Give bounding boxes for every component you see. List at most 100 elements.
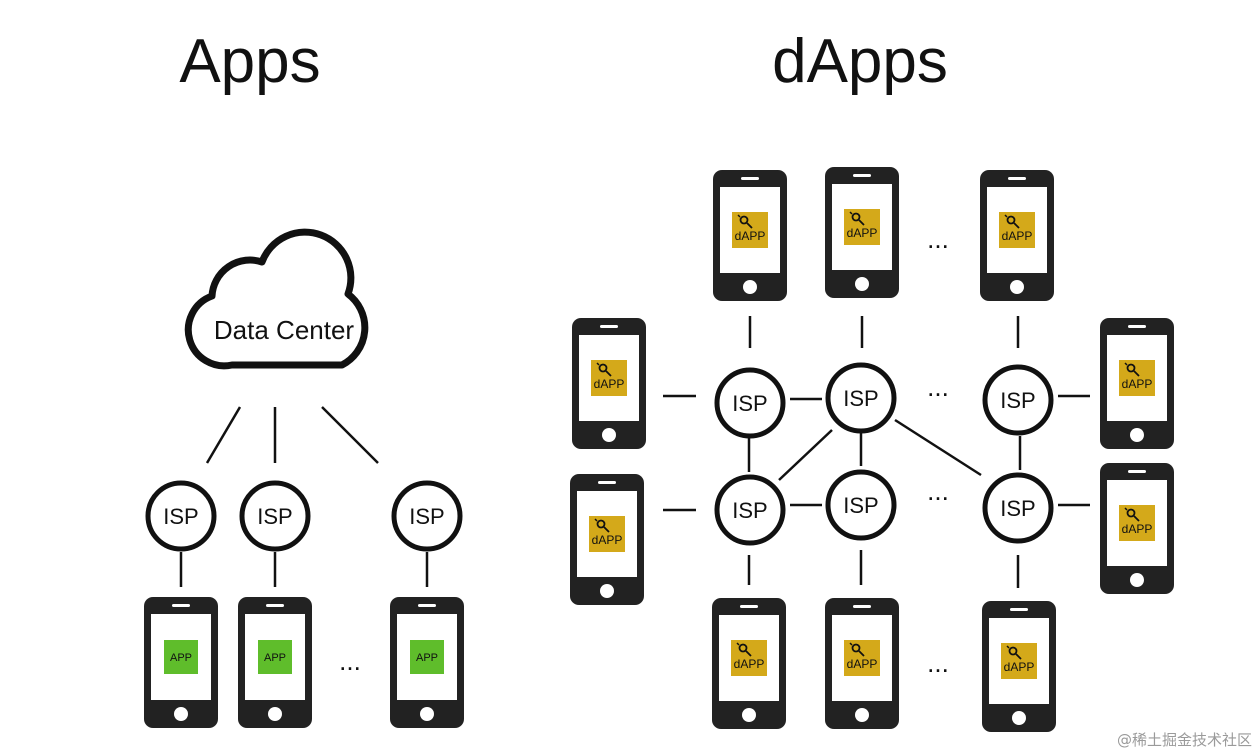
phone-home-button bbox=[420, 707, 434, 721]
phone-speaker bbox=[418, 604, 436, 607]
dapp-icon bbox=[1119, 360, 1155, 396]
phone-home-button bbox=[174, 707, 188, 721]
phones: APP APP APP dAPP dAPP dAPP dAPP dAPP dAPP dAPP dAP… bbox=[144, 167, 1174, 732]
isp-node: ISP bbox=[239, 480, 311, 552]
dapp-icon bbox=[589, 516, 625, 552]
app-icon bbox=[410, 640, 444, 674]
dapp-label: dAPP bbox=[734, 657, 765, 671]
smartphone-icon: dAPP bbox=[825, 598, 899, 729]
dapp-logo-icon bbox=[849, 211, 865, 226]
smartphone-icon: APP bbox=[238, 597, 312, 728]
dapp-label: dAPP bbox=[847, 226, 878, 240]
dapp-logo-icon bbox=[1124, 362, 1140, 377]
phone-speaker bbox=[1128, 470, 1146, 473]
phone-home-button bbox=[1010, 280, 1024, 294]
isp-circle bbox=[145, 480, 217, 552]
isp-label: ISP bbox=[257, 504, 292, 529]
connection-line bbox=[205, 406, 242, 464]
app-icon bbox=[258, 640, 292, 674]
isp-circle bbox=[714, 474, 786, 546]
dapp-icon bbox=[1119, 505, 1155, 541]
smartphone-icon: dAPP bbox=[1100, 463, 1174, 594]
connection-lines bbox=[179, 316, 1090, 588]
dapp-logo-icon bbox=[1004, 214, 1020, 229]
isp-label: ISP bbox=[163, 504, 198, 529]
dapp-label: dAPP bbox=[1122, 377, 1153, 391]
smartphone-icon: dAPP bbox=[1100, 318, 1174, 449]
dapp-icon bbox=[1001, 643, 1037, 679]
phone-speaker bbox=[853, 605, 871, 608]
phone-speaker bbox=[1010, 608, 1028, 611]
app-label: APP bbox=[170, 652, 192, 664]
phone-speaker bbox=[1008, 177, 1026, 180]
isp-label: ISP bbox=[409, 504, 444, 529]
smartphone-icon: dAPP bbox=[570, 474, 644, 605]
ellipsis-text: ... bbox=[927, 372, 949, 402]
isp-label: ISP bbox=[732, 391, 767, 416]
isp-node: ISP bbox=[714, 367, 786, 439]
dapp-logo-icon bbox=[849, 642, 865, 657]
isp-node: ISP bbox=[145, 480, 217, 552]
phone-speaker bbox=[600, 325, 618, 328]
dapp-logo-icon bbox=[736, 642, 752, 657]
isp-circle bbox=[714, 367, 786, 439]
isp-node: ISP bbox=[982, 472, 1054, 544]
phone-home-button bbox=[1130, 428, 1144, 442]
dapps-title: dApps bbox=[772, 27, 948, 96]
phone-speaker bbox=[740, 605, 758, 608]
phone-home-button bbox=[855, 277, 869, 291]
phone-speaker bbox=[1128, 325, 1146, 328]
dapp-label: dAPP bbox=[594, 377, 625, 391]
connection-line bbox=[321, 406, 379, 464]
smartphone-icon: dAPP bbox=[982, 601, 1056, 732]
isp-circle bbox=[982, 472, 1054, 544]
isp-label: ISP bbox=[1000, 388, 1035, 413]
dapp-logo-icon bbox=[737, 214, 753, 229]
smartphone-icon: APP bbox=[144, 597, 218, 728]
phone-speaker bbox=[741, 177, 759, 180]
isp-node: ISP bbox=[825, 362, 897, 434]
phone-speaker bbox=[172, 604, 190, 607]
ellipsis-text: ... bbox=[927, 648, 949, 678]
isp-circle bbox=[391, 480, 463, 552]
dapp-icon bbox=[844, 209, 880, 245]
connection-line bbox=[778, 429, 833, 481]
app-label: APP bbox=[264, 652, 286, 664]
isp-node: ISP bbox=[714, 474, 786, 546]
dapp-icon bbox=[731, 640, 767, 676]
smartphone-icon: dAPP bbox=[572, 318, 646, 449]
dapp-icon bbox=[999, 212, 1035, 248]
isp-node: ISP bbox=[982, 364, 1054, 436]
ellipses: ............... bbox=[339, 224, 949, 678]
isp-circle bbox=[982, 364, 1054, 436]
phone-home-button bbox=[1012, 711, 1026, 725]
isp-circle bbox=[239, 480, 311, 552]
smartphone-icon: dAPP bbox=[713, 170, 787, 301]
dapp-label: dAPP bbox=[735, 229, 766, 243]
smartphone-icon: dAPP bbox=[712, 598, 786, 729]
ellipsis-text: ... bbox=[927, 224, 949, 254]
isp-node: ISP bbox=[391, 480, 463, 552]
connection-line bbox=[894, 418, 982, 477]
phone-speaker bbox=[266, 604, 284, 607]
smartphone-icon: APP bbox=[390, 597, 464, 728]
dapp-label: dAPP bbox=[592, 533, 623, 547]
smartphone-icon: dAPP bbox=[825, 167, 899, 298]
phone-speaker bbox=[598, 481, 616, 484]
phone-home-button bbox=[743, 280, 757, 294]
data-center-label: Data Center bbox=[214, 315, 355, 345]
isp-node: ISP bbox=[825, 469, 897, 541]
dapp-icon bbox=[591, 360, 627, 396]
cloud-icon bbox=[184, 228, 369, 370]
dapp-label: dAPP bbox=[1122, 522, 1153, 536]
ellipsis-text: ... bbox=[339, 646, 361, 676]
app-label: APP bbox=[416, 652, 438, 664]
isp-label: ISP bbox=[843, 386, 878, 411]
phone-speaker bbox=[853, 174, 871, 177]
smartphone-icon: dAPP bbox=[980, 170, 1054, 301]
phone-home-button bbox=[742, 708, 756, 722]
dapp-label: dAPP bbox=[1002, 229, 1033, 243]
ellipsis-text: ... bbox=[927, 476, 949, 506]
isp-nodes: ISP ISP ISP ISP ISP ISP ISP ISP ISP bbox=[145, 362, 1054, 552]
